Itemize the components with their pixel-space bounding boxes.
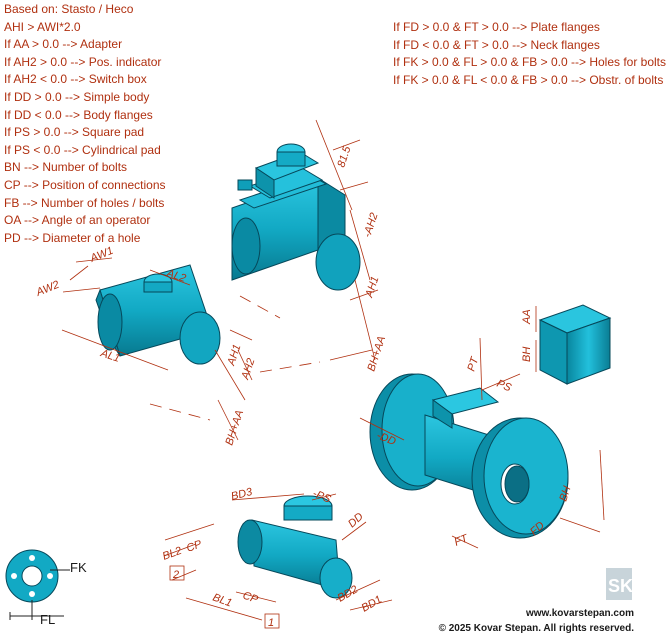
dim-fl: FL	[40, 612, 55, 627]
dim-ah2-left: AH2	[239, 357, 257, 382]
dim-bh-big: BH	[557, 485, 573, 503]
legend-right-line: If FD < 0.0 & FT > 0.0 --> Neck flanges	[393, 37, 600, 52]
legend-right-line: If FD > 0.0 & FT > 0.0 --> Plate flanges	[393, 20, 600, 34]
dim-cp-bottom: CP	[241, 590, 260, 607]
adapter-cube	[538, 304, 612, 385]
dim-two: 2	[172, 569, 179, 581]
dim-bl2: BL2	[161, 545, 184, 563]
legend-right-line: If FK > 0.0 & FL > 0.0 & FB > 0.0 --> Ho…	[393, 55, 666, 70]
legend-left-line: If PS < 0.0 --> Cylindrical pad	[4, 142, 161, 157]
drawing: AW1 AW2 AL1 AL2 AH1 AH2 BH+AA 81.5 -AH2 …	[5, 119, 633, 629]
dim-bh-aa-left: BH+AA	[223, 409, 246, 447]
legend-left-line: If DD > 0.0 --> Simple body	[4, 89, 150, 104]
dim-ft: FT	[453, 532, 471, 549]
actuator-left	[95, 264, 221, 365]
dim-bd3: BD3	[230, 486, 255, 503]
dim-bh-cube: BH	[521, 347, 533, 362]
legend-left-line: OA --> Angle of an operator	[4, 213, 151, 228]
flanged-valve-large	[369, 373, 569, 539]
legend-left-line: FB --> Number of holes / bolts	[4, 195, 165, 210]
flange-symbol	[5, 549, 70, 620]
dim-dd-small: DD	[346, 511, 366, 531]
dim-aw2: AW2	[34, 279, 61, 299]
dim-bd1: BD1	[360, 594, 385, 615]
logo-text: SK	[608, 576, 633, 596]
legend-left-line: If PS > 0.0 --> Square pad	[4, 125, 145, 140]
legend-left-line: If AA > 0.0 --> Adapter	[4, 37, 123, 52]
dim-bl1: BL1	[211, 592, 234, 610]
dimension-lines	[61, 119, 605, 629]
dim-cp-top: CP	[185, 538, 204, 555]
legend-left-line: If DD < 0.0 --> Body flanges	[4, 107, 153, 122]
legend-right: If FD > 0.0 & FT > 0.0 --> Plate flanges…	[393, 19, 666, 89]
legend-left-line: Based on: Stasto / Heco	[4, 2, 134, 16]
dim-ps: PS	[495, 378, 514, 395]
legend-right-line: If FK > 0.0 & FL < 0.0 & FB > 0.0 --> Ob…	[393, 72, 664, 87]
sk-logo: SK	[606, 568, 633, 600]
dim-one: 1	[268, 617, 274, 629]
legend-left-line: CP --> Position of connections	[4, 177, 166, 192]
dim-aa: AA	[521, 309, 533, 325]
dim-pt: PT	[465, 355, 481, 373]
dim-fk: FK	[70, 560, 87, 575]
footer-copyright: © 2025 Kovar Stepan. All rights reserved…	[438, 623, 634, 634]
dim-ah1-top: AH1	[363, 275, 381, 300]
dim-aw1: AW1	[88, 245, 115, 265]
legend-left-line: AHI > AWI*2.0	[4, 19, 81, 34]
dim-ah2-top: -AH2	[361, 211, 380, 239]
actuator-with-switch-box	[231, 143, 361, 291]
legend-left-line: BN --> Number of bolts	[4, 160, 128, 175]
dim-bh-aa-top: BH+AA	[365, 335, 388, 373]
footer-website: www.kovarstepan.com	[526, 608, 634, 619]
legend-left-line: PD --> Diameter of a hole	[4, 230, 141, 245]
legend-left-line: If AH2 > 0.0 --> Pos. indicator	[4, 54, 162, 69]
valve-small	[237, 495, 353, 599]
legend-left-line: If AH2 < 0.0 --> Switch box	[4, 72, 147, 87]
